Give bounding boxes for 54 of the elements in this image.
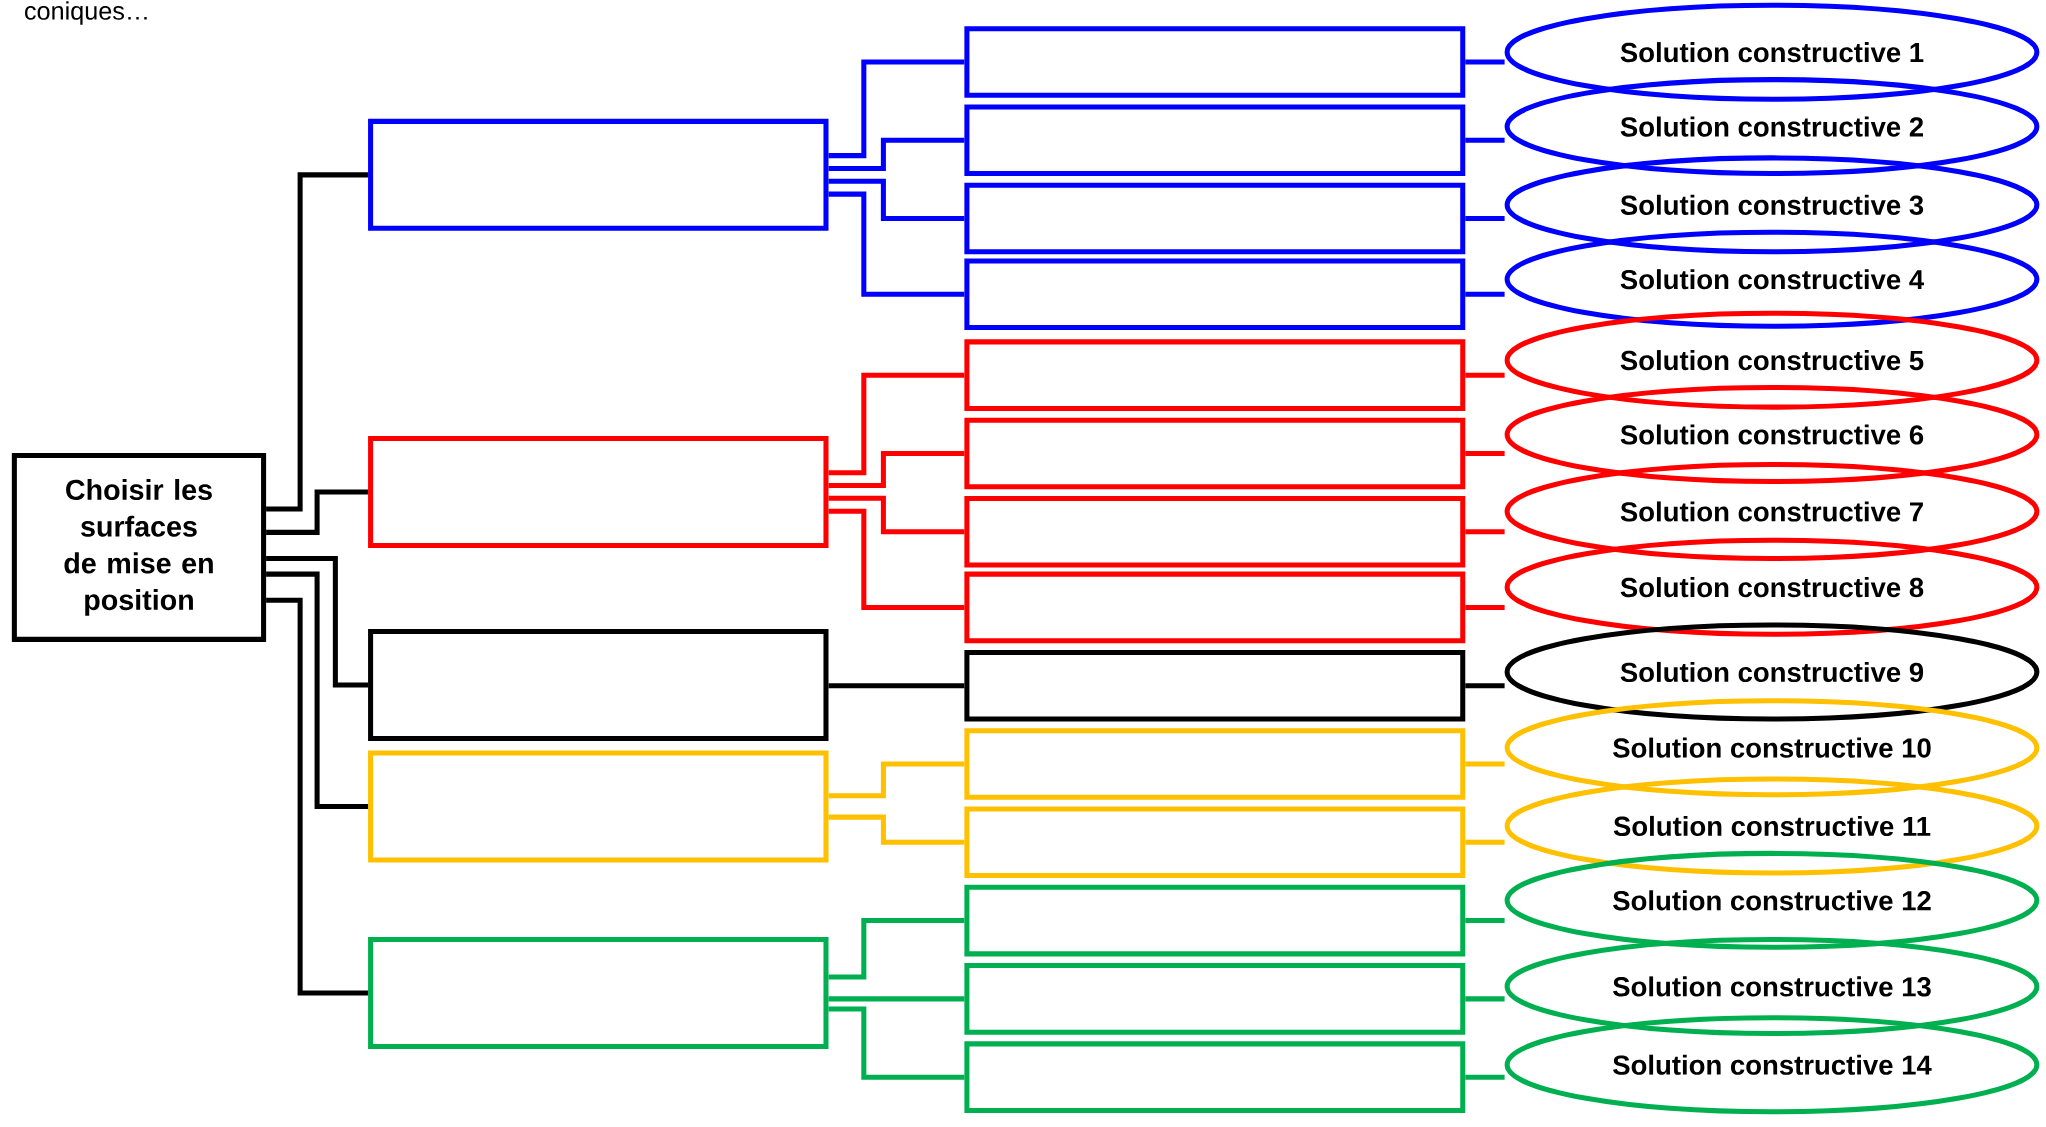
connector-line <box>1465 1074 1505 1080</box>
connector-line <box>1465 917 1505 923</box>
connector-line <box>1465 450 1505 456</box>
connector-line <box>1465 604 1505 610</box>
connector-line <box>266 571 369 809</box>
process-box: Choisir les surfaces de mise en position <box>11 452 267 642</box>
empty-box <box>964 806 1466 878</box>
connector-line <box>828 683 965 689</box>
connector-line <box>266 489 369 535</box>
connector-line <box>1465 215 1505 221</box>
empty-box <box>964 339 1466 411</box>
connector-line <box>828 917 965 980</box>
connector-line <box>1465 59 1505 65</box>
empty-box <box>368 628 829 741</box>
connector-line <box>1465 839 1505 845</box>
connector-line <box>1465 761 1505 767</box>
empty-box <box>964 26 1466 98</box>
connector-line <box>828 450 965 488</box>
connector-line <box>266 597 369 996</box>
empty-box <box>964 728 1466 800</box>
connector-line <box>1465 529 1505 535</box>
empty-box <box>368 435 829 548</box>
empty-box <box>368 936 829 1049</box>
connector-line <box>1465 372 1505 378</box>
connector-line <box>828 1006 965 1080</box>
connector-line <box>1465 683 1505 689</box>
empty-box <box>964 649 1466 722</box>
connector-line <box>828 137 965 171</box>
connector-line <box>828 59 965 158</box>
empty-box <box>964 571 1466 643</box>
connector-line <box>828 495 965 535</box>
empty-box <box>964 104 1466 176</box>
connector-line <box>1465 996 1505 1002</box>
empty-box <box>964 495 1466 568</box>
connector-line <box>828 814 965 845</box>
connector-line <box>266 172 369 512</box>
connector-line <box>828 178 965 221</box>
connector-line <box>828 372 965 475</box>
connector-line <box>266 555 369 688</box>
connector-line <box>1465 291 1505 297</box>
caption-text: coniques… <box>25 1 147 25</box>
connector-line <box>1465 137 1505 143</box>
empty-box <box>964 258 1466 330</box>
empty-box <box>964 962 1466 1035</box>
connector-line <box>828 508 965 610</box>
empty-box <box>368 118 829 231</box>
empty-box <box>964 1041 1466 1113</box>
empty-box <box>964 417 1466 490</box>
connector-line <box>828 996 965 1002</box>
empty-box <box>368 750 829 863</box>
connector-line <box>828 191 965 297</box>
empty-box <box>964 182 1466 255</box>
connector-line <box>828 761 965 799</box>
empty-box <box>964 884 1466 957</box>
